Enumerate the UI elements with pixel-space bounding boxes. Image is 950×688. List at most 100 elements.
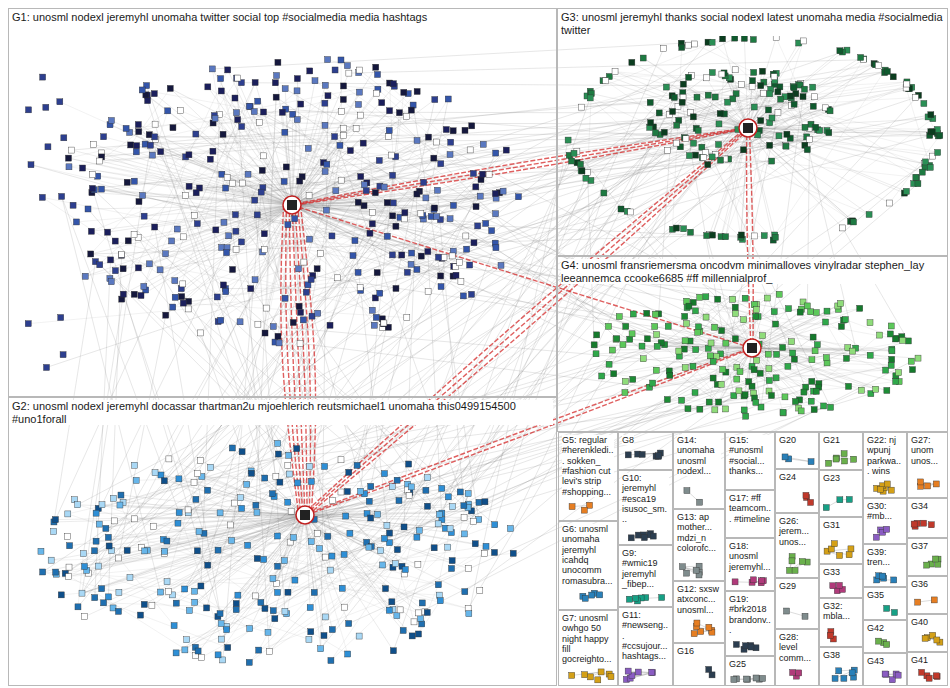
vertex-icon	[483, 220, 489, 226]
vertex-icon	[309, 313, 315, 319]
vertex-icon	[66, 164, 72, 170]
vertex-icon	[373, 90, 379, 96]
vertex-icon	[738, 232, 744, 238]
vertex-icon	[723, 234, 729, 240]
network-edge	[188, 510, 438, 585]
vertex-icon	[922, 159, 928, 165]
hub-vertex	[739, 119, 757, 137]
vertex-icon	[692, 390, 698, 396]
vertex-icon	[141, 283, 147, 289]
inter-group-edge	[54, 262, 95, 522]
vertex-icon	[88, 251, 94, 257]
inter-group-edge	[160, 139, 809, 270]
vertex-icon	[767, 142, 773, 148]
vertex-icon	[373, 64, 379, 70]
vertex-icon	[741, 407, 747, 413]
vertex-icon	[441, 255, 447, 261]
network-edge	[581, 93, 764, 164]
vertex-icon	[682, 365, 688, 371]
inter-group-edge	[707, 236, 736, 339]
vertex-icon	[131, 291, 137, 297]
inter-group-edge	[78, 108, 826, 505]
vertex-icon	[680, 81, 686, 87]
vertex-icon	[123, 125, 129, 131]
vertex-icon	[73, 219, 79, 225]
vertex-icon	[329, 233, 335, 239]
network-edge	[709, 299, 733, 402]
vertex-icon	[681, 226, 687, 232]
vertex-icon	[151, 91, 157, 97]
vertex-icon	[374, 270, 380, 276]
network-edge	[292, 137, 335, 205]
inter-group-edge	[419, 345, 623, 531]
vertex-icon	[230, 266, 236, 272]
network-edge	[321, 543, 390, 649]
vertex-icon	[434, 187, 440, 193]
inter-group-edge	[794, 88, 856, 349]
vertex-icon	[741, 147, 747, 153]
vertex-icon	[261, 153, 267, 159]
vertex-icon	[753, 307, 759, 313]
vertex-icon	[149, 152, 155, 158]
inter-group-edge	[46, 108, 825, 368]
vertex-icon	[224, 174, 230, 180]
vertex-icon	[418, 253, 424, 259]
vertex-icon	[453, 272, 459, 278]
vertex-icon	[751, 104, 757, 110]
vertex-icon	[693, 152, 699, 158]
inter-group-edge	[390, 111, 617, 339]
inter-group-edge	[147, 86, 279, 454]
network-edge	[301, 205, 454, 312]
vertex-icon	[136, 129, 142, 135]
vertex-icon	[355, 269, 361, 275]
inter-group-edge	[165, 325, 330, 553]
vertex-icon	[730, 96, 736, 102]
inter-group-edge	[627, 211, 788, 366]
vertex-icon	[730, 296, 736, 302]
vertex-icon	[471, 240, 477, 246]
vertex-icon	[783, 143, 789, 149]
vertex-icon	[449, 253, 455, 259]
vertex-icon	[341, 125, 347, 131]
vertex-icon	[435, 254, 441, 260]
vertex-icon	[648, 120, 654, 126]
vertex-icon	[193, 190, 199, 196]
network-edge	[292, 205, 373, 213]
vertex-icon	[682, 313, 688, 319]
inter-group-edge	[393, 115, 931, 216]
inter-group-edge	[238, 106, 813, 595]
network-edge	[69, 559, 258, 577]
vertex-icon	[69, 147, 75, 153]
vertex-icon	[425, 249, 431, 255]
vertex-icon	[355, 101, 361, 107]
vertex-icon	[661, 45, 667, 51]
vertex-icon	[296, 303, 302, 309]
vertex-icon	[837, 48, 843, 54]
vertex-icon	[719, 328, 725, 334]
vertex-icon	[587, 95, 593, 101]
vertex-icon	[314, 266, 320, 272]
vertex-icon	[857, 305, 863, 311]
vertex-icon	[743, 413, 749, 419]
vertex-icon	[498, 262, 504, 268]
vertex-icon	[448, 139, 454, 145]
inter-group-edge	[145, 135, 940, 144]
vertex-icon	[285, 222, 291, 228]
vertex-icon	[705, 92, 711, 98]
network-edge	[201, 515, 305, 586]
inter-group-edge	[276, 97, 718, 402]
vertex-icon	[317, 250, 323, 256]
vertex-icon	[361, 182, 367, 188]
vertex-icon	[333, 188, 339, 194]
vertex-icon	[467, 262, 473, 268]
network-edge	[602, 326, 626, 376]
vertex-icon	[769, 115, 775, 121]
vertex-icon	[578, 104, 584, 110]
vertex-icon	[233, 246, 239, 252]
inter-group-edge	[98, 130, 819, 566]
vertex-icon	[438, 284, 444, 290]
vertex-icon	[252, 80, 258, 86]
vertex-icon	[716, 121, 722, 127]
vertex-icon	[695, 127, 701, 133]
vertex-icon	[858, 54, 864, 60]
